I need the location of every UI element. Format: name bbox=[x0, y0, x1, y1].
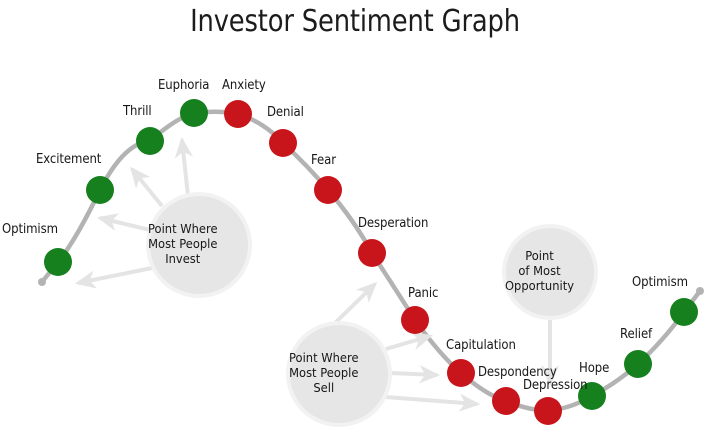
stage-label-anxiety-4: Anxiety bbox=[222, 78, 266, 93]
callout-line: Point bbox=[525, 248, 554, 263]
stage-label-fear-6: Fear bbox=[311, 153, 336, 168]
stage-dot-anxiety-4[interactable] bbox=[224, 100, 252, 128]
stage-label-euphoria-3: Euphoria bbox=[158, 78, 210, 93]
callout-line: Point Where bbox=[148, 221, 218, 236]
stage-dot-relief-13[interactable] bbox=[624, 350, 652, 378]
stage-label-hope-12: Hope bbox=[579, 361, 610, 376]
arrow-to-panic bbox=[385, 332, 433, 351]
stage-dot-capitulation-9[interactable] bbox=[447, 359, 475, 387]
stage-label-optimism-0: Optimism bbox=[2, 222, 58, 237]
stage-label-denial-5: Denial bbox=[267, 105, 304, 120]
callout-line: Opportunity bbox=[505, 278, 575, 293]
stage-dot-optimism-0[interactable] bbox=[44, 248, 72, 276]
stage-label-desperation-7: Desperation bbox=[358, 216, 429, 231]
stage-dot-hope-12[interactable] bbox=[578, 382, 606, 410]
callout-line: Sell bbox=[313, 380, 335, 395]
stage-dot-layer bbox=[44, 99, 698, 425]
stage-dot-fear-6[interactable] bbox=[314, 176, 342, 204]
stage-label-relief-13: Relief bbox=[620, 327, 653, 342]
callout-line: Invest bbox=[165, 251, 201, 266]
stage-dot-euphoria-3[interactable] bbox=[180, 99, 208, 127]
stage-dot-depression-11[interactable] bbox=[534, 397, 562, 425]
page-title: Investor Sentiment Graph bbox=[190, 4, 520, 39]
stage-label-capitulation-9: Capitulation bbox=[446, 338, 516, 353]
callout-line: Most People bbox=[148, 236, 218, 251]
stage-label-thrill-2: Thrill bbox=[123, 104, 152, 119]
arrow-to-desperation bbox=[332, 281, 378, 326]
stage-dot-panic-8[interactable] bbox=[401, 306, 429, 334]
callout-line: of Most bbox=[518, 263, 561, 278]
callout-circle-sell bbox=[286, 321, 392, 427]
callout-arrow-layer bbox=[74, 136, 560, 412]
stage-dot-optimism-14[interactable] bbox=[670, 298, 698, 326]
callout-line: Most People bbox=[289, 365, 359, 380]
stage-dot-despondency-10[interactable] bbox=[492, 387, 520, 415]
arrow-to-thrill bbox=[130, 166, 164, 208]
stage-label-despondency-10: Despondency bbox=[478, 365, 557, 380]
callout-circle-opportunity bbox=[502, 224, 598, 320]
curve-endpoint-start bbox=[38, 278, 46, 286]
arrow-to-capitulation bbox=[390, 365, 441, 384]
stage-label-panic-8: Panic bbox=[408, 286, 439, 301]
stage-dot-excitement-1[interactable] bbox=[86, 176, 114, 204]
stage-dot-thrill-2[interactable] bbox=[136, 127, 164, 155]
arrow-to-optimism bbox=[74, 266, 153, 289]
curve-endpoint-end bbox=[696, 287, 704, 295]
arrow-to-excitement bbox=[96, 213, 151, 232]
callout-line: Point Where bbox=[289, 350, 359, 365]
stage-dot-desperation-7[interactable] bbox=[358, 239, 386, 267]
stage-label-depression-11: Depression bbox=[523, 378, 588, 393]
arrow-to-euphoria bbox=[174, 136, 193, 197]
stage-dot-denial-5[interactable] bbox=[269, 129, 297, 157]
callout-circle-invest bbox=[146, 192, 252, 298]
stage-label-excitement-1: Excitement bbox=[36, 152, 102, 167]
stage-label-optimism-14: Optimism bbox=[632, 275, 688, 290]
arrow-to-despondency bbox=[385, 393, 481, 412]
callout-circle-layer bbox=[146, 192, 598, 427]
